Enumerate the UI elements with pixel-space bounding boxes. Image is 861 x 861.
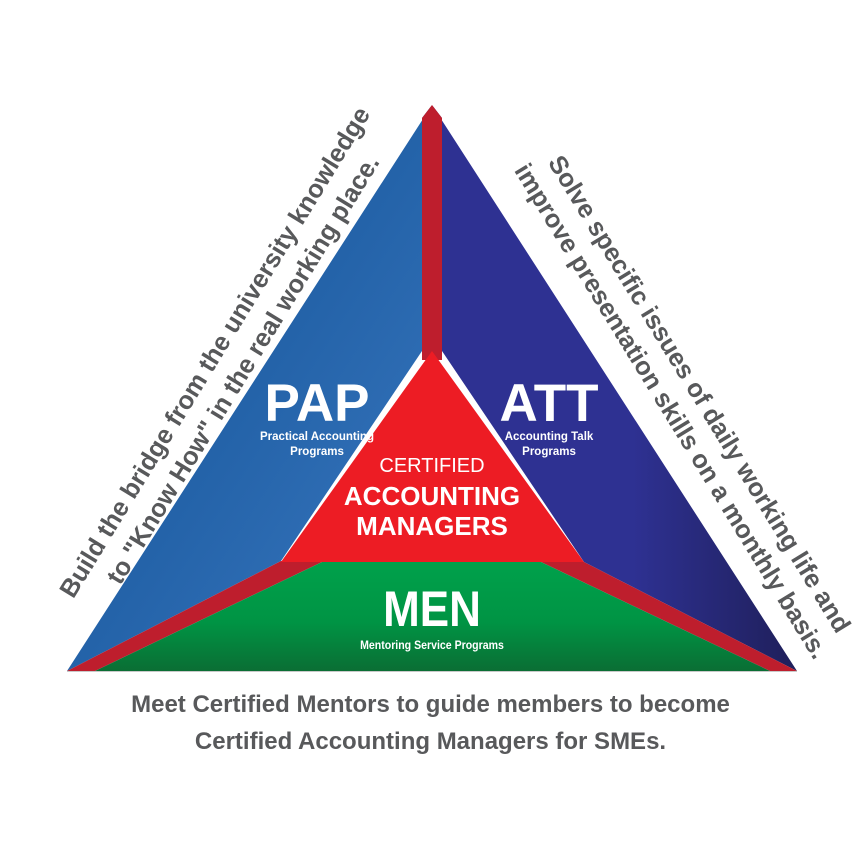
att-segment [432,105,797,671]
men-title: MEN [383,581,481,637]
att-subtitle-line1: Accounting Talk [504,431,594,443]
center-triangle [281,351,584,562]
center-managers-label: MANAGERS [356,511,508,541]
right-red-band [541,562,797,671]
men-segment [95,562,770,671]
top-red-band [422,105,442,360]
left-red-band [67,561,322,671]
att-title: ATT [499,374,599,433]
pap-segment [67,105,432,671]
pap-subtitle-line2: Programs [290,446,344,458]
men-subtitle: Mentoring Service Programs [360,638,504,652]
pap-subtitle-line1: Practical Accounting [260,431,374,443]
att-subtitle-line2: Programs [522,446,576,458]
center-accounting-label: ACCOUNTING [343,481,521,511]
caption-line2: Certified Accounting Managers for SMEs. [194,728,667,755]
center-certified-label: CERTIFIED [379,455,485,477]
pap-title: PAP [264,374,370,433]
caption-line1: Meet Certified Mentors to guide members … [131,691,730,718]
